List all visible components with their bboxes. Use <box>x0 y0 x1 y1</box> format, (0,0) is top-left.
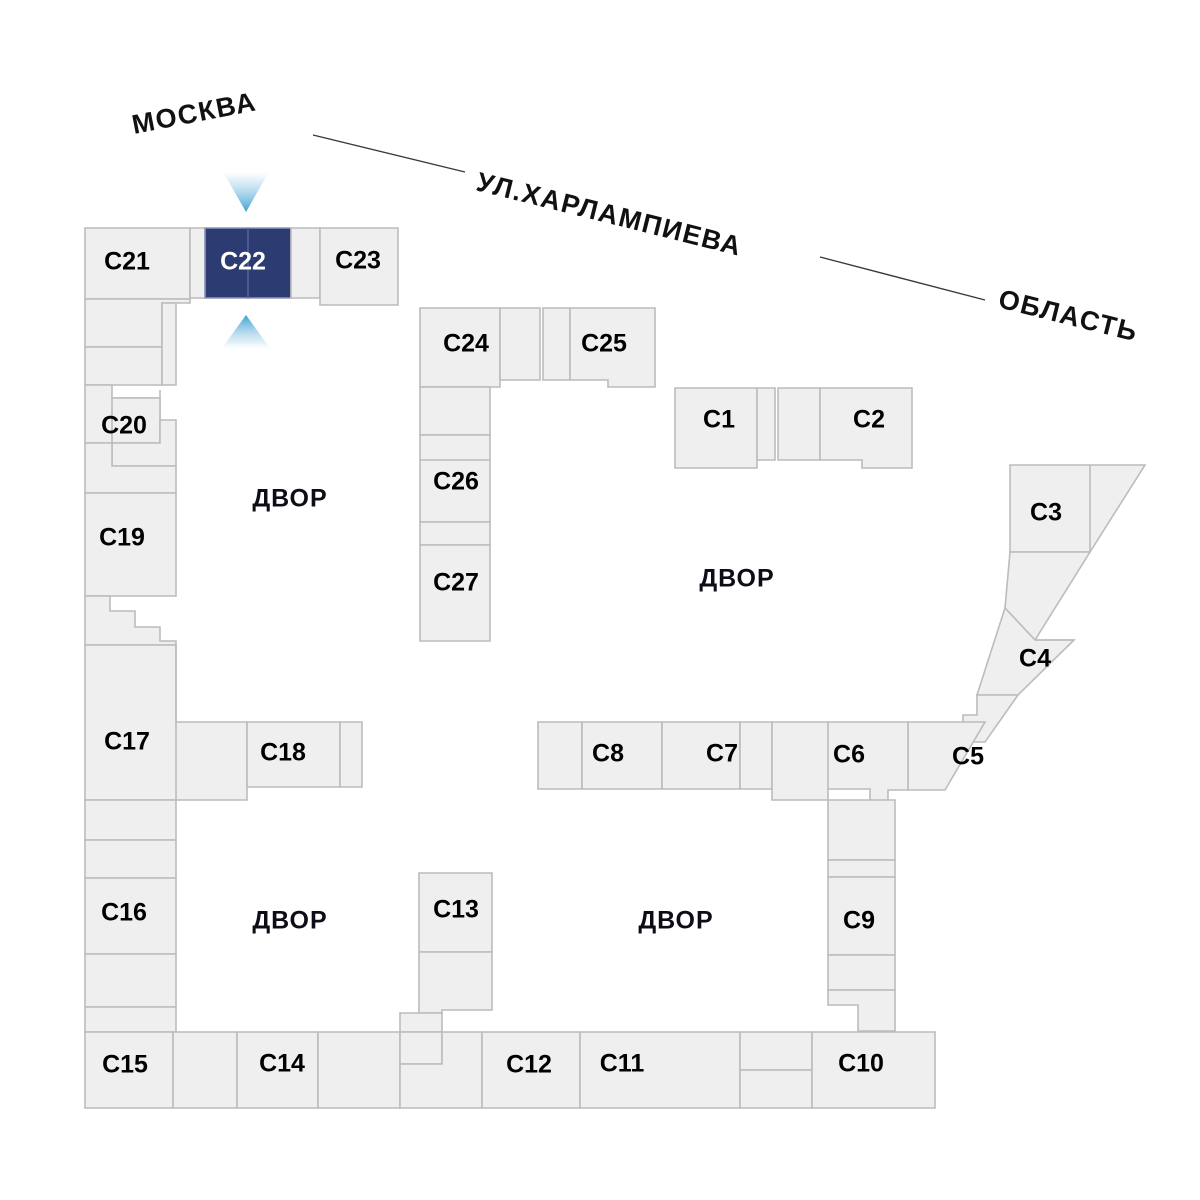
building-label-c16: C16 <box>101 899 147 927</box>
building-c23[interactable] <box>319 227 399 306</box>
building-c19-steps[interactable] <box>84 595 177 646</box>
building-c27[interactable] <box>419 544 491 642</box>
leader-line-moskva <box>312 134 466 173</box>
building-c17-south-strip-a[interactable] <box>84 799 177 841</box>
leader-line-oblast <box>819 256 986 301</box>
building-c12-west[interactable] <box>399 1031 443 1065</box>
block-group-c13 <box>399 872 493 1033</box>
building-c9-south-strip[interactable] <box>827 989 896 1032</box>
direction-arrows <box>220 170 272 351</box>
building-label-c14: C14 <box>259 1050 305 1078</box>
building-c9-north-strip[interactable] <box>827 799 896 861</box>
courtyard-label-northeast: ДВОР <box>699 565 774 593</box>
building-label-c18: C18 <box>260 739 306 767</box>
building-c11-east-annex-a[interactable] <box>739 1031 813 1071</box>
building-label-c10: C10 <box>838 1050 884 1078</box>
block-group-central-band <box>537 721 909 806</box>
building-label-c23: C23 <box>335 247 381 275</box>
building-c16-south-strip-a[interactable] <box>84 953 177 1008</box>
direction-label-oblast: ОБЛАСТЬ <box>996 284 1142 348</box>
courtyard-labels: ДВОР ДВОР ДВОР ДВОР <box>252 485 774 935</box>
block-group-north <box>84 227 399 386</box>
street-leader-lines <box>312 134 986 301</box>
building-c21-annex-b[interactable] <box>84 346 163 386</box>
street-name-label: УЛ.ХАРЛАМПИЕВА <box>474 167 746 262</box>
building-c4[interactable] <box>975 606 1076 696</box>
building-c17[interactable] <box>84 644 248 801</box>
building-label-c12: C12 <box>506 1051 552 1079</box>
building-label-c24: C24 <box>443 330 489 358</box>
building-label-c8: C8 <box>592 740 624 768</box>
building-label-c26: C26 <box>433 468 479 496</box>
building-label-c1: C1 <box>703 406 735 434</box>
building-c2[interactable] <box>819 387 913 469</box>
arrow-up-icon <box>220 315 272 351</box>
building-c8-west-annex[interactable] <box>537 721 583 790</box>
building-label-c9: C9 <box>843 907 875 935</box>
courtyard-label-southeast: ДВОР <box>638 907 713 935</box>
block-group-east <box>907 464 1147 791</box>
building-c26-north-strip[interactable] <box>419 386 491 436</box>
building-label-c19: C19 <box>99 524 145 552</box>
building-label-c6: C6 <box>833 741 865 769</box>
direction-label-moskva: МОСКВА <box>129 86 259 140</box>
building-c25[interactable] <box>569 307 656 388</box>
building-c27-link[interactable] <box>419 521 491 546</box>
building-c9-link-b[interactable] <box>827 954 896 991</box>
courtyard-label-northwest: ДВОР <box>252 485 327 513</box>
building-c24[interactable] <box>419 307 501 388</box>
block-group-c9 <box>827 799 896 1032</box>
building-c10[interactable] <box>811 1031 936 1109</box>
building-label-c25: C25 <box>581 330 627 358</box>
building-label-c21: C21 <box>104 248 150 276</box>
building-label-c4: C4 <box>1019 645 1051 673</box>
building-c22-c23-link[interactable] <box>290 227 321 299</box>
arrow-down-icon <box>222 170 270 212</box>
building-label-c5: C5 <box>952 743 984 771</box>
building-c16-south-strip-b[interactable] <box>84 1006 177 1033</box>
courtyard-label-southwest: ДВОР <box>252 907 327 935</box>
building-c20-annex[interactable] <box>111 390 161 444</box>
building-c21-annex-c[interactable] <box>161 302 177 386</box>
building-label-c22: C22 <box>220 248 266 276</box>
building-labels: C21 C22 C23 C20 C19 C17 C18 C16 C15 C14 … <box>99 247 1062 1079</box>
building-c21-c22-link[interactable] <box>189 227 206 299</box>
block-group-west <box>84 384 363 1033</box>
building-label-c7: C7 <box>706 740 738 768</box>
building-c13-south[interactable] <box>418 951 493 1014</box>
building-c19[interactable] <box>84 492 177 597</box>
building-c11-east-annex-b[interactable] <box>739 1069 813 1109</box>
building-c1-link[interactable] <box>756 387 776 461</box>
building-c7-east-annex[interactable] <box>739 721 773 790</box>
building-label-c15: C15 <box>102 1051 148 1079</box>
building-label-c13: C13 <box>433 896 479 924</box>
building-c24-link[interactable] <box>499 307 541 381</box>
block-group-south <box>84 1031 936 1109</box>
building-c13-foot[interactable] <box>399 1012 443 1033</box>
building-c15-link[interactable] <box>172 1031 238 1109</box>
building-label-c2: C2 <box>853 406 885 434</box>
building-label-c27: C27 <box>433 569 479 597</box>
building-c24-c25-link[interactable] <box>542 307 571 381</box>
building-label-c17: C17 <box>104 728 150 756</box>
block-group-middle <box>419 307 656 642</box>
building-c14-east-annex[interactable] <box>317 1031 401 1109</box>
building-label-c20: C20 <box>101 412 147 440</box>
building-label-c11: C11 <box>600 1050 645 1078</box>
building-c17-south-strip-b[interactable] <box>84 839 177 879</box>
block-group-northeast <box>674 387 913 469</box>
building-c1[interactable] <box>674 387 758 469</box>
building-c18-east-annex[interactable] <box>339 721 363 788</box>
building-label-c3: C3 <box>1030 499 1062 527</box>
building-c1-c2-link[interactable] <box>777 387 821 461</box>
building-c9-link-a[interactable] <box>827 859 896 878</box>
